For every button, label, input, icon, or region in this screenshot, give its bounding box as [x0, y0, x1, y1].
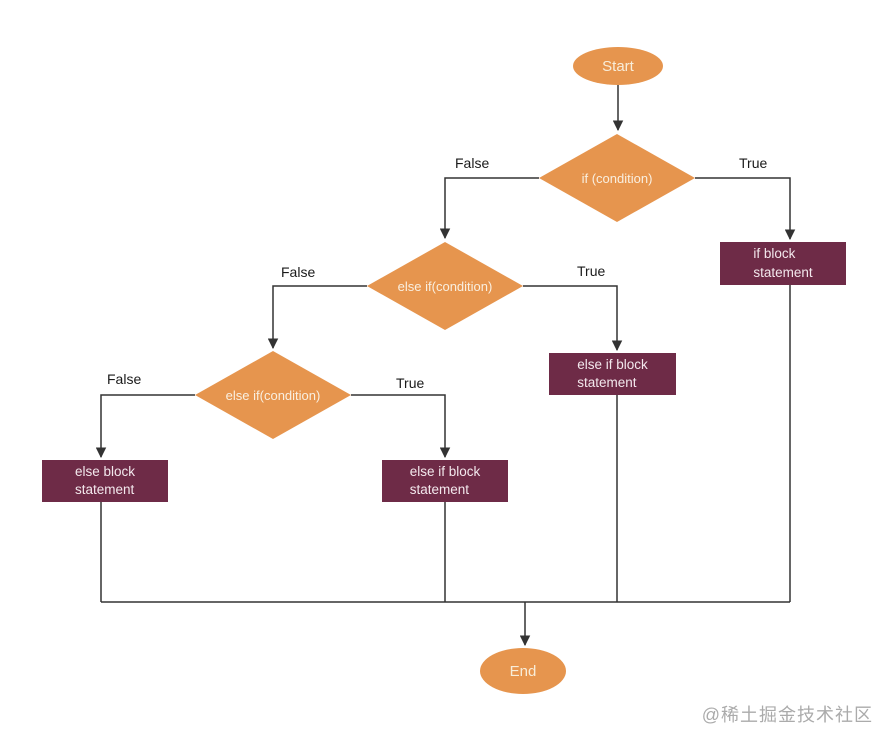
end-label: End — [509, 662, 537, 680]
edge-elseif1-true — [523, 285, 623, 352]
edge-if-false — [439, 177, 539, 240]
if-condition-label: if (condition) — [581, 170, 653, 186]
edge-if-true — [695, 177, 796, 241]
elseif2-false-label: False — [107, 371, 142, 387]
if-true-label: True — [739, 155, 768, 171]
elseif-block-1-label: else if block statement — [577, 356, 648, 390]
start-label: Start — [602, 57, 634, 75]
elseif-condition-1-label: else if(condition) — [397, 278, 493, 294]
edge-elseif1-false — [267, 285, 367, 350]
else-block-node: else block statement — [42, 460, 168, 502]
if-block-node: if block statement — [720, 242, 846, 285]
elseif-block-2-node: else if block statement — [382, 460, 508, 502]
elseif1-false-label: False — [281, 264, 316, 280]
elseif1-true-label: True — [577, 263, 606, 279]
edge-elseif2-true — [351, 394, 451, 459]
if-block-label: if block statement — [753, 246, 813, 280]
edge-elseif2-false — [95, 394, 195, 459]
elseif-condition-2-label: else if(condition) — [225, 387, 321, 403]
elseif-block-1-node: else if block statement — [549, 353, 676, 395]
start-node: Start — [573, 47, 663, 85]
elseif2-true-label: True — [396, 375, 425, 391]
if-false-label: False — [455, 155, 490, 171]
end-node: End — [480, 648, 566, 694]
watermark-text: @稀土掘金技术社区 — [701, 705, 873, 725]
else-block-label: else block statement — [74, 463, 136, 497]
elseif-block-2-label: else if block statement — [409, 463, 481, 497]
